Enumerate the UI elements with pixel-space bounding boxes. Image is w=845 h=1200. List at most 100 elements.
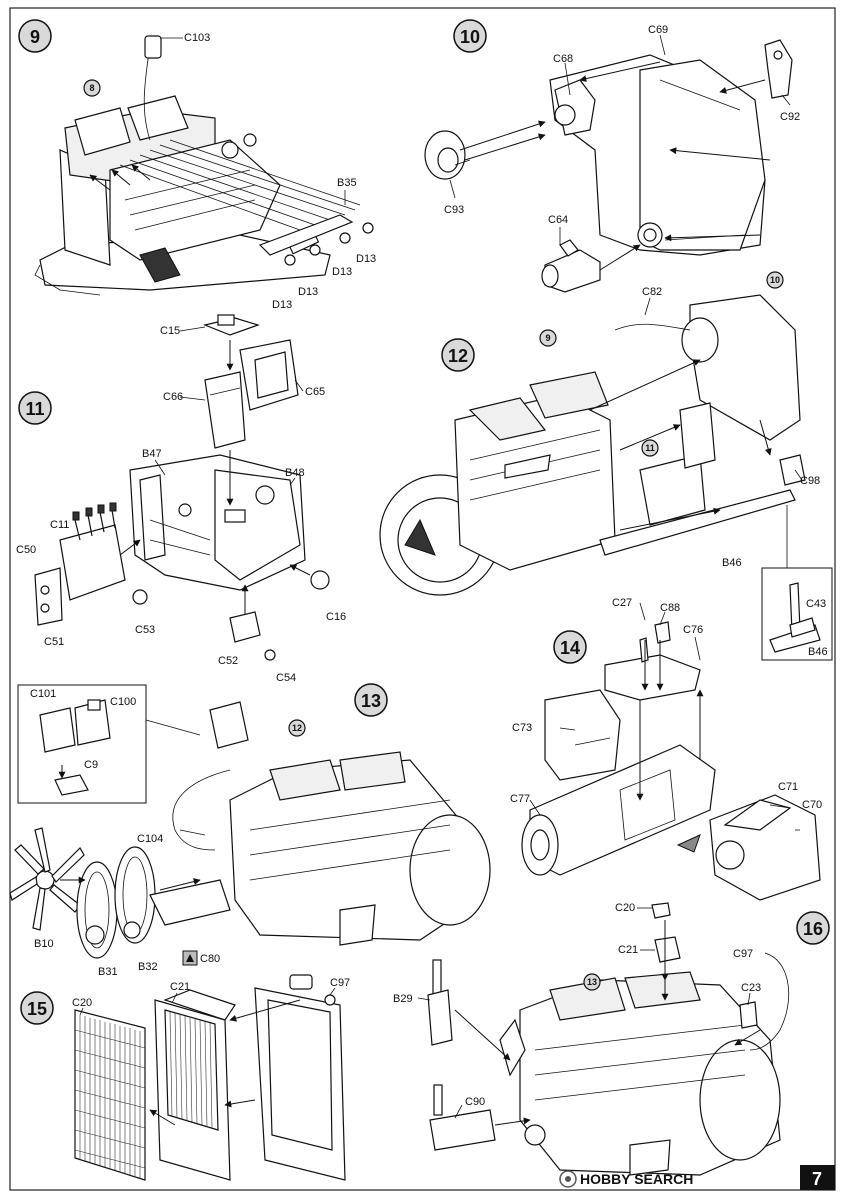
label-c100: C100: [110, 696, 136, 708]
step-15-frame-b2: [254, 974, 346, 1181]
label-c69: C69: [648, 24, 668, 36]
label-c88: C88: [660, 602, 680, 614]
step-12-badge: [441, 338, 475, 372]
step-14-cover-c76: [604, 621, 701, 701]
label-b35: B35: [337, 177, 357, 189]
label-c9: C9: [84, 759, 98, 771]
label-c93: C93: [444, 204, 464, 216]
step-11-badge: [18, 391, 52, 425]
step-11-pump-housing: [129, 454, 306, 591]
label-c64: C64: [548, 214, 568, 226]
label-b46-inset: B46: [808, 646, 828, 658]
step-14-direction-arrow: [676, 834, 701, 853]
step-10: 10: [424, 19, 800, 293]
label-c65: C65: [305, 386, 325, 398]
step-11: 11: [16, 314, 346, 684]
step-12-sub-badge-11-text: 11: [645, 443, 655, 453]
label-c54: C54: [276, 672, 296, 684]
step-12-number: 12: [448, 346, 468, 366]
label-c76: C76: [683, 624, 703, 636]
label-c77: C77: [510, 793, 530, 805]
step-9-sub-badge: [83, 79, 101, 97]
step-13-number: 13: [361, 691, 381, 711]
step-13-fan-b10: [9, 827, 85, 931]
label-c73: C73: [512, 722, 532, 734]
step-9-sub-badge-text: 8: [89, 83, 94, 93]
step-12-sub-badge-10-text: 10: [770, 275, 780, 285]
step-15-badge: [20, 991, 54, 1025]
step-12-sub-badge-11: [641, 439, 659, 457]
step-12-engine: [379, 294, 806, 596]
step-10-part-c93: [424, 130, 471, 180]
step-13-badge: [354, 683, 388, 717]
label-b32: B32: [138, 961, 158, 973]
label-b47: B47: [142, 448, 162, 460]
step-16: 16 13: [393, 902, 830, 1176]
step-14-muffler-c77: [521, 744, 716, 876]
step-11-number: 11: [25, 399, 44, 419]
label-c27: C27: [612, 597, 632, 609]
label-d13-c: D13: [298, 286, 318, 298]
step-9-badge: [18, 19, 52, 53]
step-10-part-c64: [541, 239, 601, 293]
step-11-small-parts: [132, 570, 330, 661]
step-14-manifold-c73: [544, 689, 621, 781]
step-13-engine: [172, 701, 491, 946]
label-c82: C82: [642, 286, 662, 298]
page-frame: [9, 7, 836, 1191]
step-14-badge: [553, 630, 587, 664]
label-c70: C70: [802, 799, 822, 811]
label-c53: C53: [135, 624, 155, 636]
label-d13-d: D13: [272, 299, 292, 311]
step-11-part-c15: [203, 314, 260, 336]
label-b1: C21: [170, 981, 190, 993]
step-10-number: 10: [460, 27, 480, 47]
step-12-inset: [761, 567, 833, 661]
step-14: 14 C27: [510, 597, 822, 901]
label-b3: C20: [72, 997, 92, 1009]
step-13-sub-badge: [288, 719, 306, 737]
step-9-injector-lines: [119, 35, 374, 266]
step-13: 13: [9, 683, 491, 978]
label-c50: C50: [16, 544, 36, 556]
label-c71: C71: [778, 781, 798, 793]
label-c90: C90: [465, 1096, 485, 1108]
step-13-c80-icon: [182, 950, 198, 966]
step-15-number: 15: [27, 999, 47, 1019]
watermark-logo-icon: [559, 1170, 577, 1188]
label-c68: C68: [553, 53, 573, 65]
step-16-sub-badge-text: 13: [587, 977, 597, 987]
page-number: 7: [812, 1169, 822, 1189]
label-c104: C104: [137, 833, 163, 845]
step-10-badge: [453, 19, 487, 53]
step-16-sub-badge: [583, 973, 601, 991]
label-c11: C11: [50, 519, 69, 531]
step-12-sub-badge-9-text: 9: [545, 333, 550, 343]
step-9-number: 9: [30, 27, 40, 47]
step-15: 15 C20 C21 C97: [20, 974, 350, 1181]
step-11-injection-pump-c11: [34, 502, 126, 626]
label-b31: B31: [98, 966, 118, 978]
label-b48: B48: [285, 467, 305, 479]
step-12-sub-badge-10: [766, 271, 784, 289]
label-c20: C20: [615, 902, 635, 914]
label-d13-b: D13: [332, 266, 352, 278]
pipe-c103: [144, 35, 162, 59]
label-c103: C103: [184, 32, 210, 44]
step-10-part-c92: [764, 39, 793, 99]
watermark: HOBBY SEARCH: [559, 1170, 693, 1188]
step-13-inset: [17, 684, 201, 804]
label-c51: C51: [44, 636, 64, 648]
label-c52: C52: [218, 655, 238, 667]
rail-b35: [258, 214, 354, 256]
label-b10: B10: [34, 938, 54, 950]
step-16-badge: [796, 911, 830, 945]
step-13-belts: [76, 846, 231, 959]
label-c15: C15: [160, 325, 180, 337]
label-c16: C16: [326, 611, 346, 623]
step-15-grille-b3: [74, 1009, 146, 1181]
label-c98: C98: [800, 475, 820, 487]
step-16-number: 16: [803, 919, 823, 939]
step-11-bracket-c65: [239, 339, 299, 411]
step-13-sub-badge-text: 12: [292, 723, 302, 733]
